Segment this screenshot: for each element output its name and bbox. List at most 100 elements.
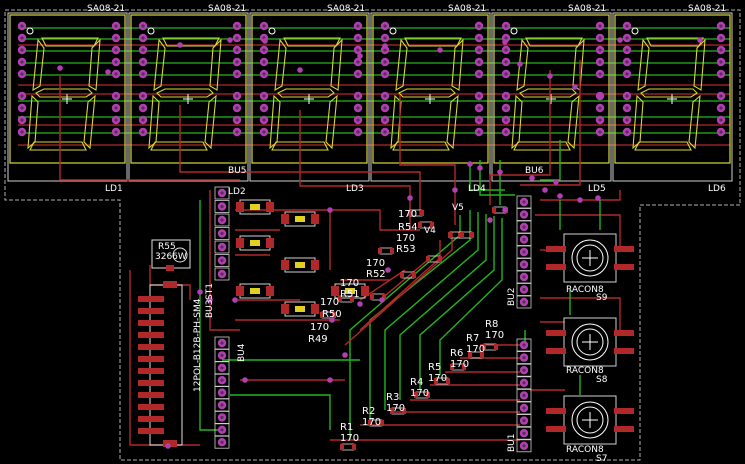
display-pin <box>622 91 632 101</box>
via <box>379 297 385 303</box>
vias <box>57 37 703 449</box>
display-pin <box>259 45 269 55</box>
label-r5-value: 170 <box>428 373 447 384</box>
via <box>357 301 363 307</box>
display-pin <box>501 21 511 31</box>
display-pin <box>17 33 27 43</box>
display-pin <box>259 21 269 31</box>
label-r54-value: 170 <box>398 209 417 220</box>
label-s8-type: RACON8 <box>566 366 604 376</box>
display-ld6 <box>612 12 733 182</box>
label-r52: R52 <box>366 269 386 280</box>
display-label-ld3: LD3 <box>346 184 364 194</box>
header-pin <box>519 197 529 207</box>
display-pin <box>380 127 390 137</box>
via <box>477 165 483 171</box>
display-pin <box>380 21 390 31</box>
smd-transistor <box>236 199 274 215</box>
header-pin <box>519 366 529 375</box>
display-pin <box>138 21 148 31</box>
display-pin <box>111 103 121 113</box>
display-pin <box>716 127 726 137</box>
smd-resistor <box>482 343 498 351</box>
display-pin <box>17 115 27 125</box>
display-pin <box>501 103 511 113</box>
header-pin <box>217 256 227 265</box>
smd-resistor <box>418 221 434 229</box>
label-r2: R2 <box>362 406 375 417</box>
display-label-ld1: LD1 <box>105 184 123 194</box>
label-r51: R51 <box>340 289 360 300</box>
header-pin <box>217 188 227 198</box>
display-pin <box>17 127 27 137</box>
display-pin <box>111 127 121 137</box>
display-type-3: SA08-21 <box>327 4 365 14</box>
display-pin <box>474 91 484 101</box>
display-ld2 <box>128 12 249 182</box>
label-r51-value: 170 <box>340 278 359 289</box>
header-pin <box>217 242 227 252</box>
smd-transistor <box>281 211 319 227</box>
display-pin <box>501 69 511 79</box>
via <box>327 377 333 383</box>
header-pin <box>217 425 227 434</box>
via <box>177 42 183 48</box>
header-pin <box>519 222 529 232</box>
header-pin <box>519 210 529 219</box>
smd-pad <box>138 428 164 434</box>
display-pin <box>17 57 27 67</box>
via <box>342 352 348 358</box>
display-pin <box>17 69 27 79</box>
smd-pad <box>138 416 164 422</box>
display-pin <box>111 69 121 79</box>
display-pin <box>474 69 484 79</box>
label-st1-type: 12POL-B12B-PH-SM4 <box>193 298 203 392</box>
label-s7-type: RACON8 <box>566 445 604 455</box>
header-pin <box>519 272 529 282</box>
display-pin <box>353 103 363 113</box>
label-r4: R4 <box>410 377 423 388</box>
display-pin <box>111 21 121 31</box>
label-bu2: BU2 <box>507 288 517 307</box>
display-pin <box>232 57 242 67</box>
display-pin <box>232 33 242 43</box>
display-pin <box>138 91 148 101</box>
display-pin <box>111 33 121 43</box>
via <box>502 207 508 213</box>
display-pin <box>474 33 484 43</box>
smd-resistor <box>426 255 442 263</box>
header-pin <box>217 438 227 447</box>
display-pin <box>259 115 269 125</box>
label-r6-value: 170 <box>450 359 469 370</box>
display-pin <box>474 45 484 55</box>
display-pin <box>622 115 632 125</box>
display-pin <box>232 69 242 79</box>
header-pin <box>519 297 529 307</box>
buttons <box>546 233 634 445</box>
label-s9: S9 <box>596 293 608 303</box>
via <box>262 38 268 44</box>
header-pin <box>519 340 529 350</box>
display-pin <box>111 57 121 67</box>
display-pin <box>232 21 242 31</box>
display-pin <box>501 45 511 55</box>
via <box>542 187 548 193</box>
display-label-ld2: LD2 <box>228 187 246 197</box>
via <box>597 93 603 99</box>
label-r7-value: 170 <box>466 344 485 355</box>
label-bu4: BU4 <box>237 343 247 362</box>
display-pin <box>138 69 148 79</box>
display-pin <box>595 45 605 55</box>
smd-resistor <box>320 311 336 319</box>
smd-pad <box>138 404 164 410</box>
label-bu6: BU6 <box>525 166 544 176</box>
display-pin <box>353 21 363 31</box>
smd-pad <box>138 380 164 386</box>
label-r53-value: 170 <box>396 233 415 244</box>
header-pin <box>519 429 529 438</box>
display-pin <box>595 115 605 125</box>
label-r50-value: 170 <box>320 297 339 308</box>
via <box>572 84 578 90</box>
via <box>487 217 493 223</box>
via <box>329 317 335 323</box>
